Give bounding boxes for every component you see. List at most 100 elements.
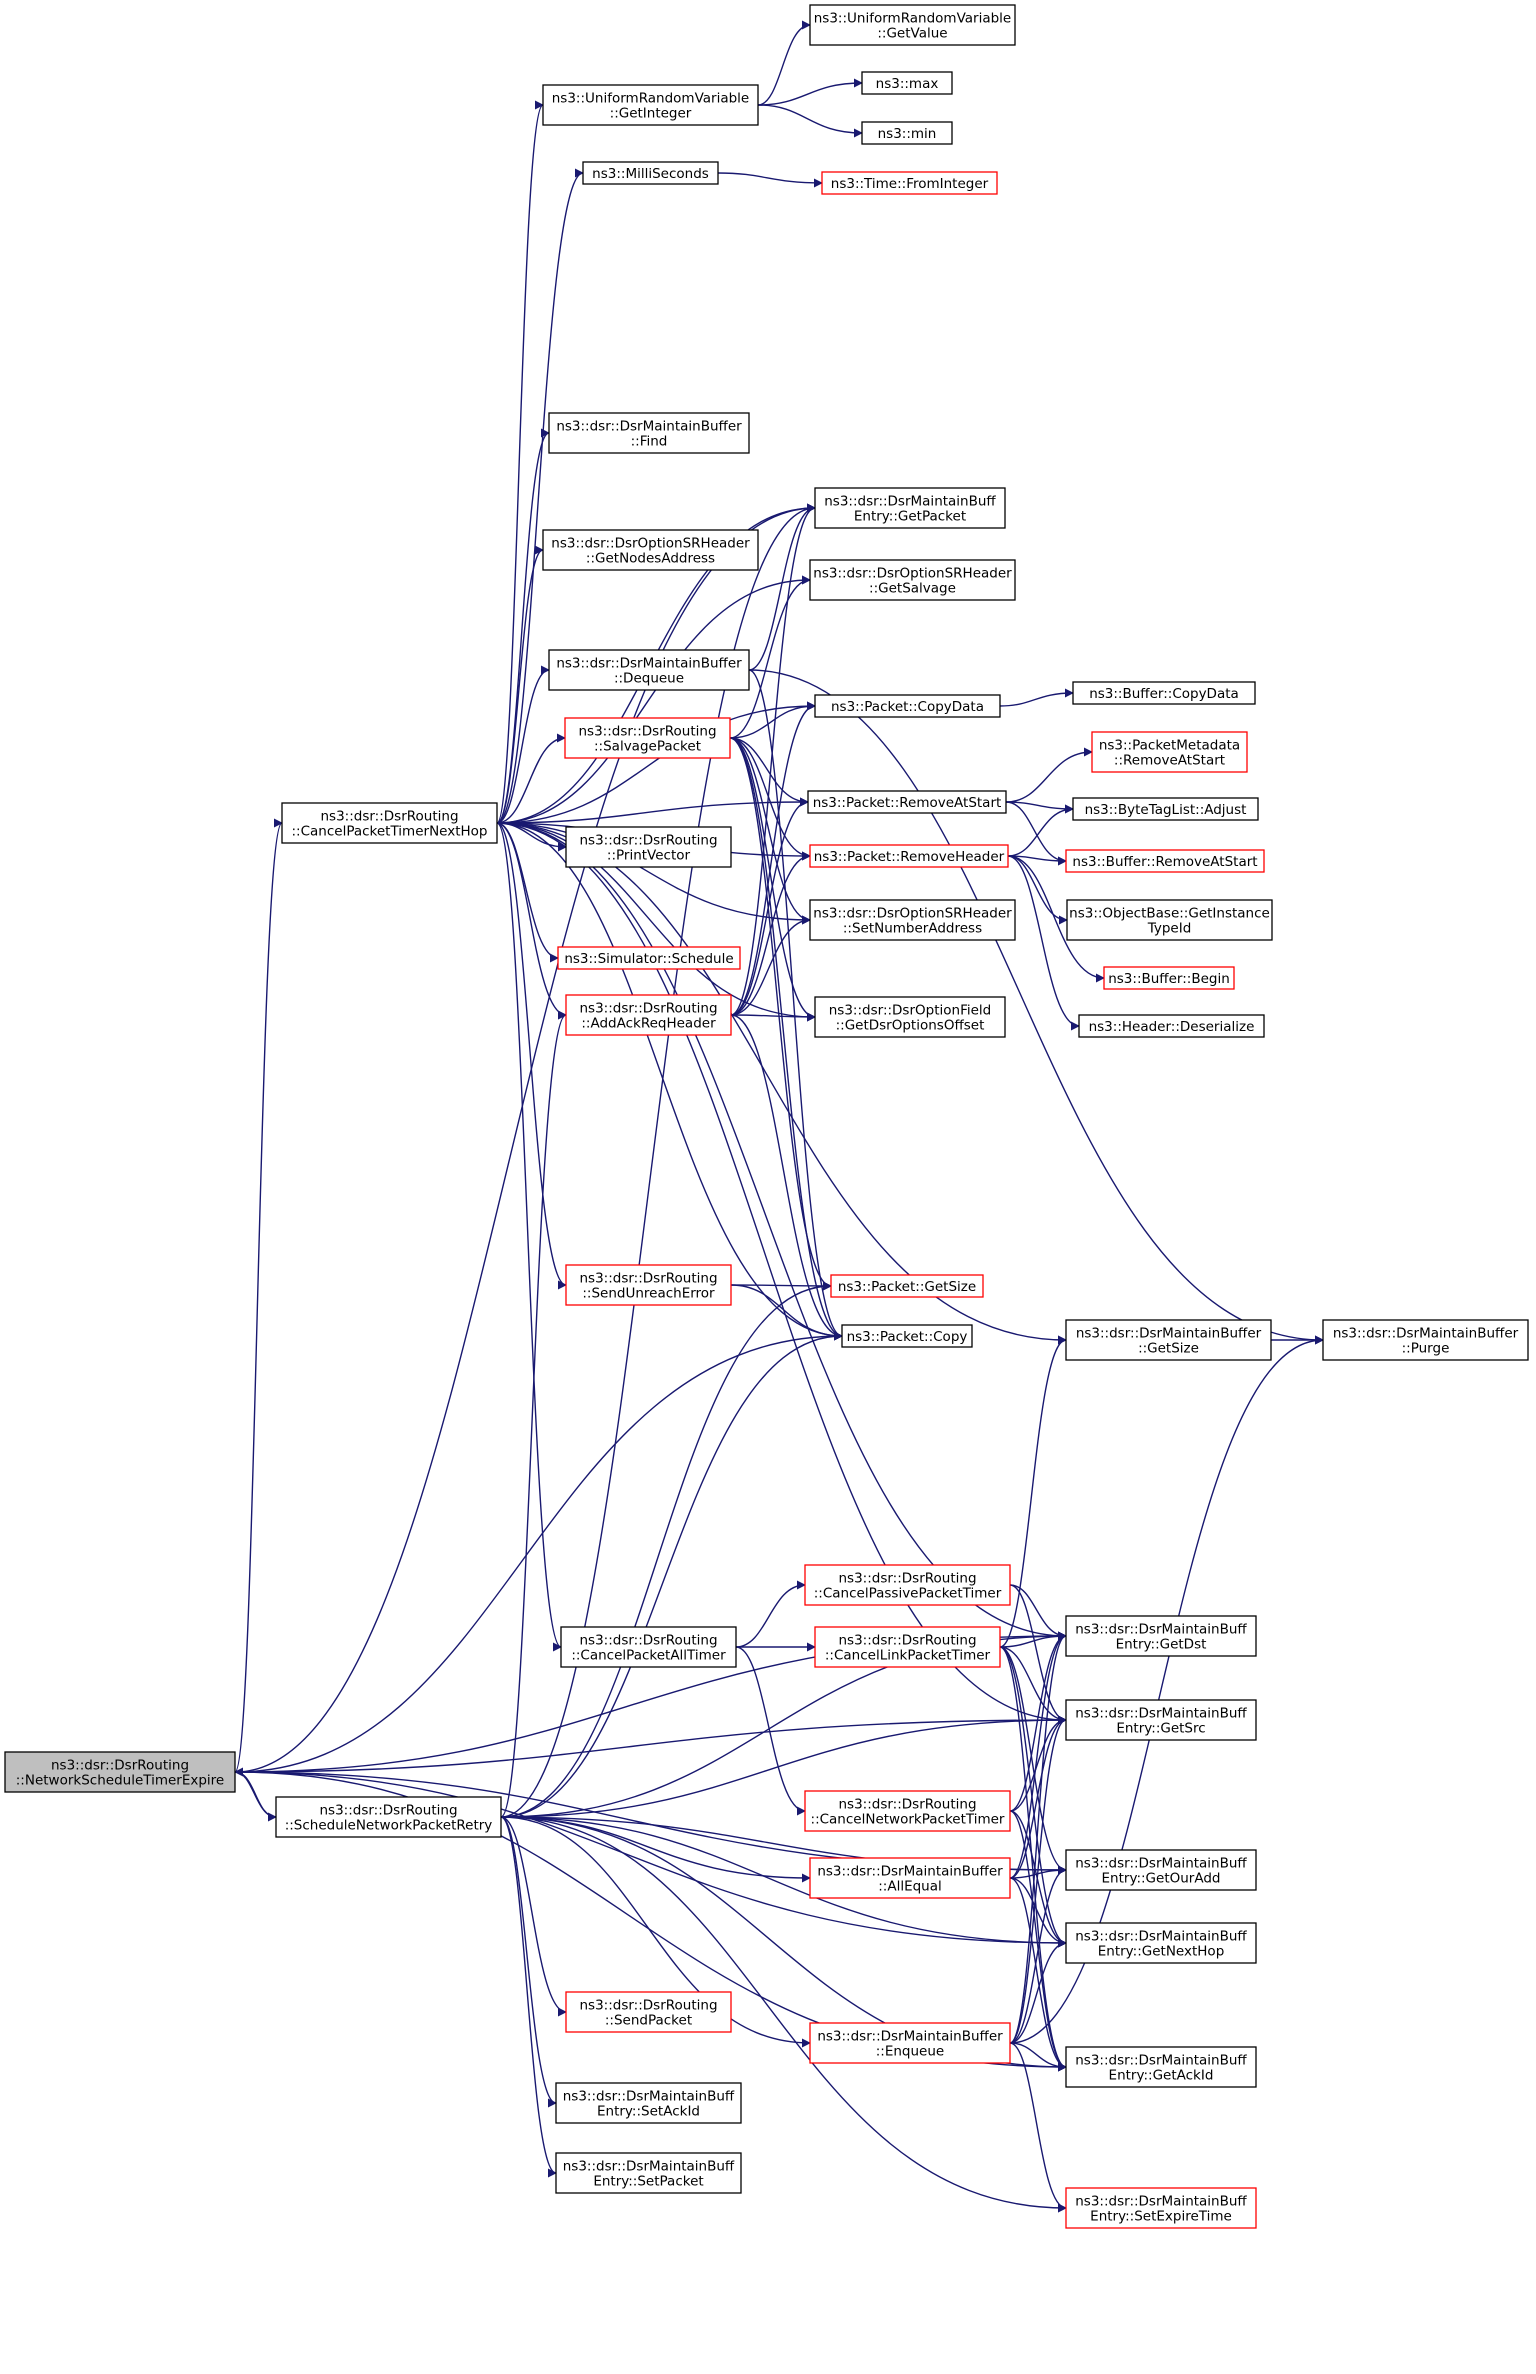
node-label: ns3::dsr::DsrMaintainBuffer <box>556 656 742 672</box>
node-box <box>555 2152 742 2194</box>
node-label: ::Enqueue <box>876 2044 944 2060</box>
node-pmremove[interactable]: ns3::PacketMetadata::RemoveAtStart <box>1091 731 1248 773</box>
node-purge[interactable]: ns3::dsr::DsrMaintainBuffer::Purge <box>1322 1319 1529 1361</box>
node-pgetsize[interactable]: ns3::Packet::GetSize <box>830 1274 984 1298</box>
edge-cptnh-to-salvage <box>496 733 566 824</box>
node-bufcopydata[interactable]: ns3::Buffer::CopyData <box>1072 681 1256 705</box>
edge-allequal-to-getdst <box>1009 1631 1067 1879</box>
node-printvec[interactable]: ns3::dsr::DsrRouting::PrintVector <box>565 826 732 868</box>
node-label: ::CancelPacketTimerNextHop <box>291 824 487 840</box>
node-label: ::GetSize <box>1138 1341 1199 1357</box>
node-setpacket[interactable]: ns3::dsr::DsrMaintainBuffEntry::SetPacke… <box>555 2152 742 2194</box>
node-label: ::GetInteger <box>610 106 692 122</box>
edge-snpr-to-sendpacket <box>500 1816 567 2017</box>
node-sendunreach[interactable]: ns3::dsr::DsrRouting::SendUnreachError <box>565 1264 732 1306</box>
node-find[interactable]: ns3::dsr::DsrMaintainBuffer::Find <box>548 412 750 454</box>
node-schedule[interactable]: ns3::Simulator::Schedule <box>557 946 741 970</box>
node-getouradd[interactable]: ns3::dsr::DsrMaintainBuffEntry::GetOurAd… <box>1065 1849 1257 1891</box>
node-dequeue[interactable]: ns3::dsr::DsrMaintainBuffer::Dequeue <box>548 649 750 691</box>
node-label: Entry::GetPacket <box>854 509 966 525</box>
node-removehdr[interactable]: ns3::Packet::RemoveHeader <box>809 844 1009 868</box>
edge-clink-to-getdst <box>999 1631 1067 1648</box>
node-box <box>565 1991 732 2033</box>
node-max[interactable]: ns3::max <box>861 71 953 95</box>
node-fromint[interactable]: ns3::Time::FromInteger <box>821 171 998 195</box>
node-copydata[interactable]: ns3::Packet::CopyData <box>814 694 1001 718</box>
node-label: ::CancelPacketAllTimer <box>571 1648 726 1664</box>
node-urv_getval[interactable]: ns3::UniformRandomVariable::GetValue <box>809 4 1016 46</box>
node-bufbegin[interactable]: ns3::Buffer::Begin <box>1103 966 1235 990</box>
node-getnexthop[interactable]: ns3::dsr::DsrMaintainBuffEntry::GetNextH… <box>1065 1922 1257 1964</box>
edge-snpr-to-addack <box>500 1010 567 1818</box>
node-cnet[interactable]: ns3::dsr::DsrRouting::CancelNetworkPacke… <box>804 1790 1011 1832</box>
node-urv_getint[interactable]: ns3::UniformRandomVariable::GetInteger <box>542 84 759 126</box>
node-pcopy[interactable]: ns3::Packet::Copy <box>841 1324 973 1348</box>
node-label: Entry::SetAckId <box>597 2104 700 2120</box>
node-label: ns3::Packet::CopyData <box>831 699 984 715</box>
node-min[interactable]: ns3::min <box>861 121 953 145</box>
edge-salvage-to-pcopy <box>729 737 843 1341</box>
node-addack[interactable]: ns3::dsr::DsrRouting::AddAckReqHeader <box>565 994 732 1036</box>
node-box <box>565 826 732 868</box>
node-label: ns3::Buffer::CopyData <box>1089 686 1239 702</box>
node-cptnh[interactable]: ns3::dsr::DsrRouting::CancelPacketTimerN… <box>281 802 498 844</box>
node-box <box>548 412 750 454</box>
node-getsalvage[interactable]: ns3::dsr::DsrOptionSRHeader::GetSalvage <box>809 559 1016 601</box>
node-getnodes[interactable]: ns3::dsr::DsrOptionSRHeader::GetNodesAdd… <box>542 529 759 571</box>
edge-enqueue-to-getnexthop <box>1009 1938 1067 2044</box>
node-box <box>809 559 1016 601</box>
node-setnum[interactable]: ns3::dsr::DsrOptionSRHeader::SetNumberAd… <box>809 899 1016 941</box>
edge-snpr-to-root <box>234 1767 277 1818</box>
node-deser[interactable]: ns3::Header::Deserialize <box>1078 1014 1265 1038</box>
node-allequal[interactable]: ns3::dsr::DsrMaintainBuffer::AllEqual <box>809 1857 1011 1899</box>
node-clink[interactable]: ns3::dsr::DsrRouting::CancelLinkPacketTi… <box>814 1626 1001 1668</box>
node-box <box>1322 1319 1529 1361</box>
edge-root-to-getnexthop <box>234 1771 1067 1948</box>
node-box <box>564 717 731 759</box>
edge-callt-to-cpassive <box>735 1580 806 1648</box>
node-premove[interactable]: ns3::Packet::RemoveAtStart <box>807 790 1007 814</box>
node-label: ::SendUnreachError <box>582 1286 715 1302</box>
node-sendpacket[interactable]: ns3::dsr::DsrRouting::SendPacket <box>565 1991 732 2033</box>
edge-dequeue-to-pcopy <box>748 669 843 1341</box>
node-callt[interactable]: ns3::dsr::DsrRouting::CancelPacketAllTim… <box>560 1626 737 1668</box>
edge-salvage-to-getsalvage <box>729 575 811 739</box>
edge-removehdr-to-bytetag <box>1007 804 1074 857</box>
node-label: ns3::dsr::DsrMaintainBuff <box>1075 1929 1247 1945</box>
node-label: ::AddAckReqHeader <box>581 1016 716 1032</box>
edge-enqueue-to-getouradd <box>1009 1865 1067 2044</box>
edge-snpr-to-pcopy <box>500 1331 843 1818</box>
edge-cptnh-to-getdst <box>496 822 1067 1641</box>
node-salvage[interactable]: ns3::dsr::DsrRouting::SalvagePacket <box>564 717 731 759</box>
node-cpassive[interactable]: ns3::dsr::DsrRouting::CancelPassivePacke… <box>804 1564 1011 1606</box>
node-bytetag[interactable]: ns3::ByteTagList::Adjust <box>1072 797 1259 821</box>
edge-allequal-to-getackid <box>1009 1877 1067 2072</box>
node-millis[interactable]: ns3::MilliSeconds <box>582 161 719 185</box>
edge-cptnh-to-pcopy <box>496 822 843 1341</box>
node-snpr[interactable]: ns3::dsr::DsrRouting::ScheduleNetworkPac… <box>275 1796 502 1838</box>
node-root[interactable]: ns3::dsr::DsrRouting::NetworkScheduleTim… <box>4 1751 236 1793</box>
node-setexpire[interactable]: ns3::dsr::DsrMaintainBuffEntry::SetExpir… <box>1065 2187 1257 2229</box>
edge-enqueue-to-purge <box>1009 1335 1324 2044</box>
node-box <box>565 1264 732 1306</box>
node-mbgetsize[interactable]: ns3::dsr::DsrMaintainBuffer::GetSize <box>1065 1319 1272 1361</box>
node-getoffset[interactable]: ns3::dsr::DsrOptionField::GetDsrOptionsO… <box>814 996 1006 1038</box>
edge-salvage-to-copydata <box>729 701 816 739</box>
node-label: ns3::UniformRandomVariable <box>814 11 1012 27</box>
node-box <box>560 1626 737 1668</box>
node-label: ns3::Simulator::Schedule <box>564 951 733 967</box>
node-getpacket[interactable]: ns3::dsr::DsrMaintainBuffEntry::GetPacke… <box>814 487 1006 529</box>
node-enqueue[interactable]: ns3::dsr::DsrMaintainBuffer::Enqueue <box>809 2022 1011 2064</box>
edge-root-to-pcopy <box>234 1331 843 1773</box>
node-box <box>1065 1615 1257 1657</box>
node-box <box>821 171 998 195</box>
node-label: ns3::dsr::DsrRouting <box>838 1797 976 1813</box>
node-box <box>1065 2187 1257 2229</box>
edge-enqueue-to-getsrc <box>1009 1715 1067 2044</box>
node-bufremove[interactable]: ns3::Buffer::RemoveAtStart <box>1065 849 1265 873</box>
